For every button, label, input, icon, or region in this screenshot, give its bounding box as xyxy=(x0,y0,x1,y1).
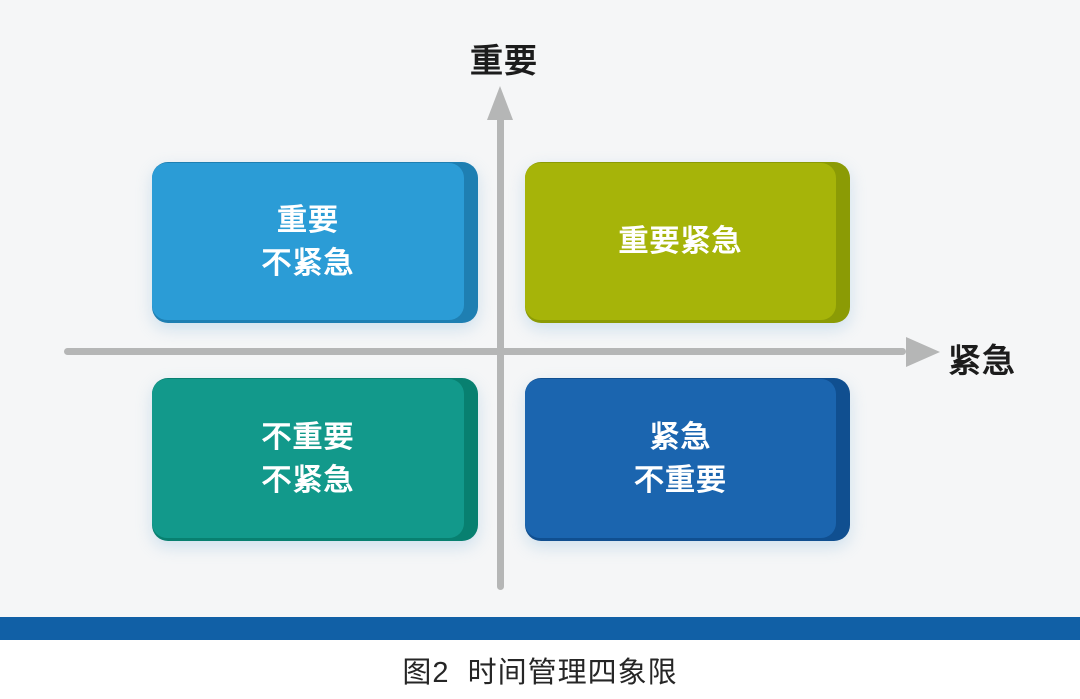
quadrant-face: 紧急 不重要 xyxy=(525,379,836,538)
quadrant-label-line: 不紧急 xyxy=(261,463,355,497)
quadrant-important-not-urgent: 重要 不紧急 xyxy=(152,162,478,323)
quadrant-face: 不重要 不紧急 xyxy=(152,379,464,538)
quadrant-label-line: 不重要 xyxy=(634,463,727,497)
quadrant-label-line: 不重要 xyxy=(261,420,355,454)
divider-bar xyxy=(0,617,1080,640)
quadrant-important-urgent: 重要紧急 xyxy=(525,162,850,323)
quadrant-face: 重要紧急 xyxy=(525,163,836,320)
quadrant-urgent-not-important: 紧急 不重要 xyxy=(525,378,850,541)
quadrant-not-important-not-urgent: 不重要 不紧急 xyxy=(152,378,478,541)
quadrant-label-line: 不紧急 xyxy=(261,246,355,280)
y-axis-arrowhead-icon xyxy=(487,86,513,120)
quadrant-label-line: 重要 xyxy=(277,203,339,237)
quadrant-label-line: 紧急 xyxy=(649,420,712,454)
x-axis-line xyxy=(64,348,906,355)
y-axis-label: 重要 xyxy=(470,42,538,79)
x-axis-label: 紧急 xyxy=(948,342,1016,379)
figure-caption: 图2 时间管理四象限 xyxy=(402,656,678,689)
caption-area: 图2 时间管理四象限 xyxy=(0,640,1080,699)
quadrant-face: 重要 不紧急 xyxy=(152,163,464,320)
quadrant-label-line: 重要紧急 xyxy=(618,225,743,258)
x-axis-arrowhead-icon xyxy=(906,337,940,367)
